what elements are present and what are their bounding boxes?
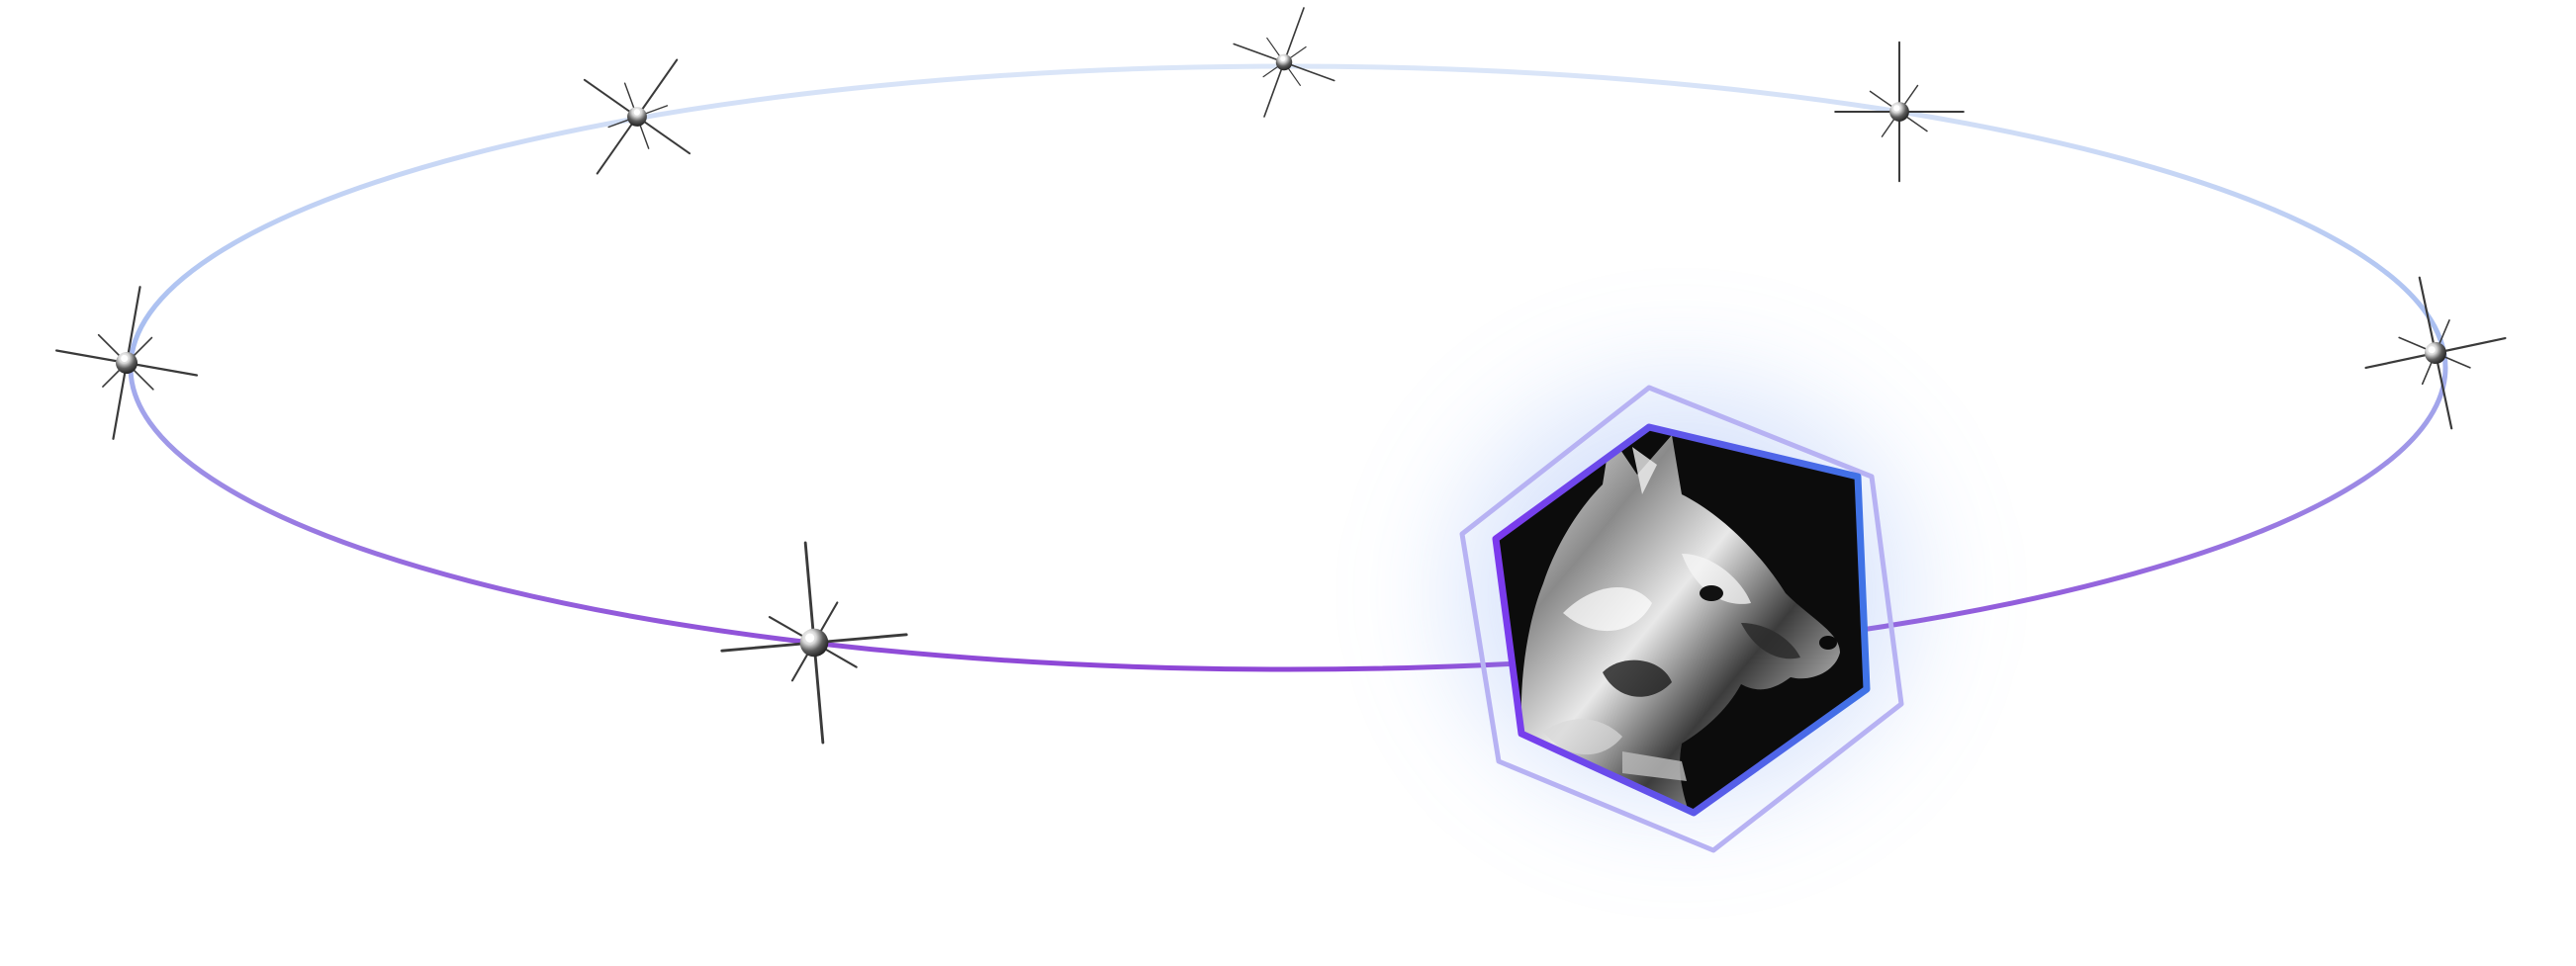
sparkle-lower-left [720, 541, 908, 745]
sparkle-right [2364, 276, 2507, 430]
badge-outer-frame [1459, 385, 1904, 853]
sparkle-group [54, 7, 2507, 745]
sparkle-upper-right [1834, 41, 1965, 183]
sparkle-upper-left [583, 58, 691, 175]
sparkle-left [54, 286, 199, 440]
orbit-ellipse [128, 63, 2448, 672]
sparkle-top [1233, 7, 1335, 118]
hexagon-badge [1459, 385, 1904, 853]
badge-inner-frame [1492, 423, 1871, 817]
chrome-dog-icon [1520, 435, 1840, 813]
